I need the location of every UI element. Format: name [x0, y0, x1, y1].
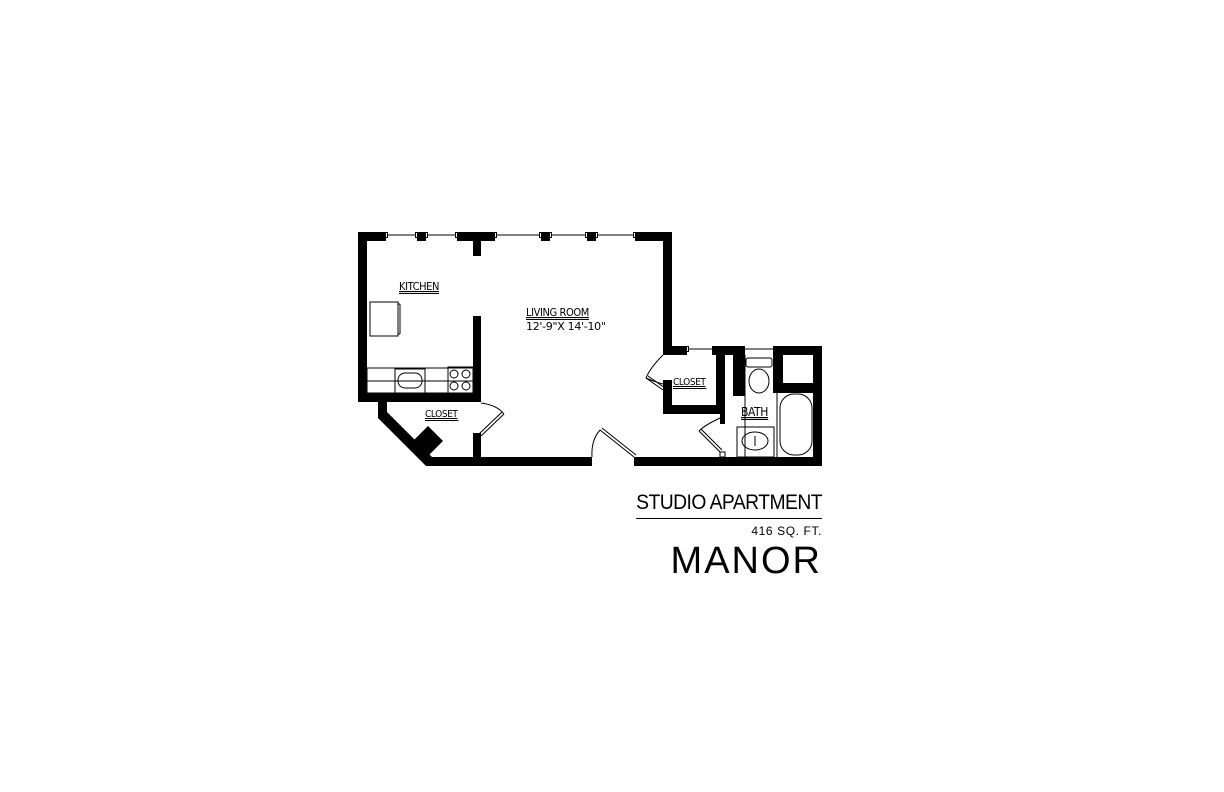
kitchen-label: KITCHEN	[399, 280, 439, 293]
entry-closet-label: CLOSET	[425, 409, 458, 420]
living-room-label: LIVING ROOM	[526, 306, 589, 319]
kitchen-fixtures	[366, 301, 474, 394]
windows	[385, 232, 773, 352]
stove	[447, 366, 474, 394]
bathtub	[779, 393, 813, 456]
sink	[394, 368, 426, 394]
square-footage: 416 SQ. FT.	[751, 524, 822, 538]
vanity	[736, 426, 775, 458]
toilet-bowl	[748, 368, 770, 394]
doors	[478, 354, 726, 458]
hall-closet-label: CLOSET	[673, 377, 706, 388]
bath-label: BATH	[741, 405, 768, 419]
refrigerator	[369, 301, 399, 337]
bath-fixtures	[736, 355, 813, 458]
sink-basin	[741, 431, 769, 451]
living-room-dimensions: 12'-9"X 14'-10"	[526, 320, 606, 333]
toilet-tank	[745, 357, 773, 368]
title-block: STUDIO APARTMENT 416 SQ. FT. MANOR	[620, 490, 823, 582]
plan-name: MANOR	[670, 540, 822, 582]
plan-type: STUDIO APARTMENT	[636, 490, 823, 519]
walls	[358, 232, 822, 466]
